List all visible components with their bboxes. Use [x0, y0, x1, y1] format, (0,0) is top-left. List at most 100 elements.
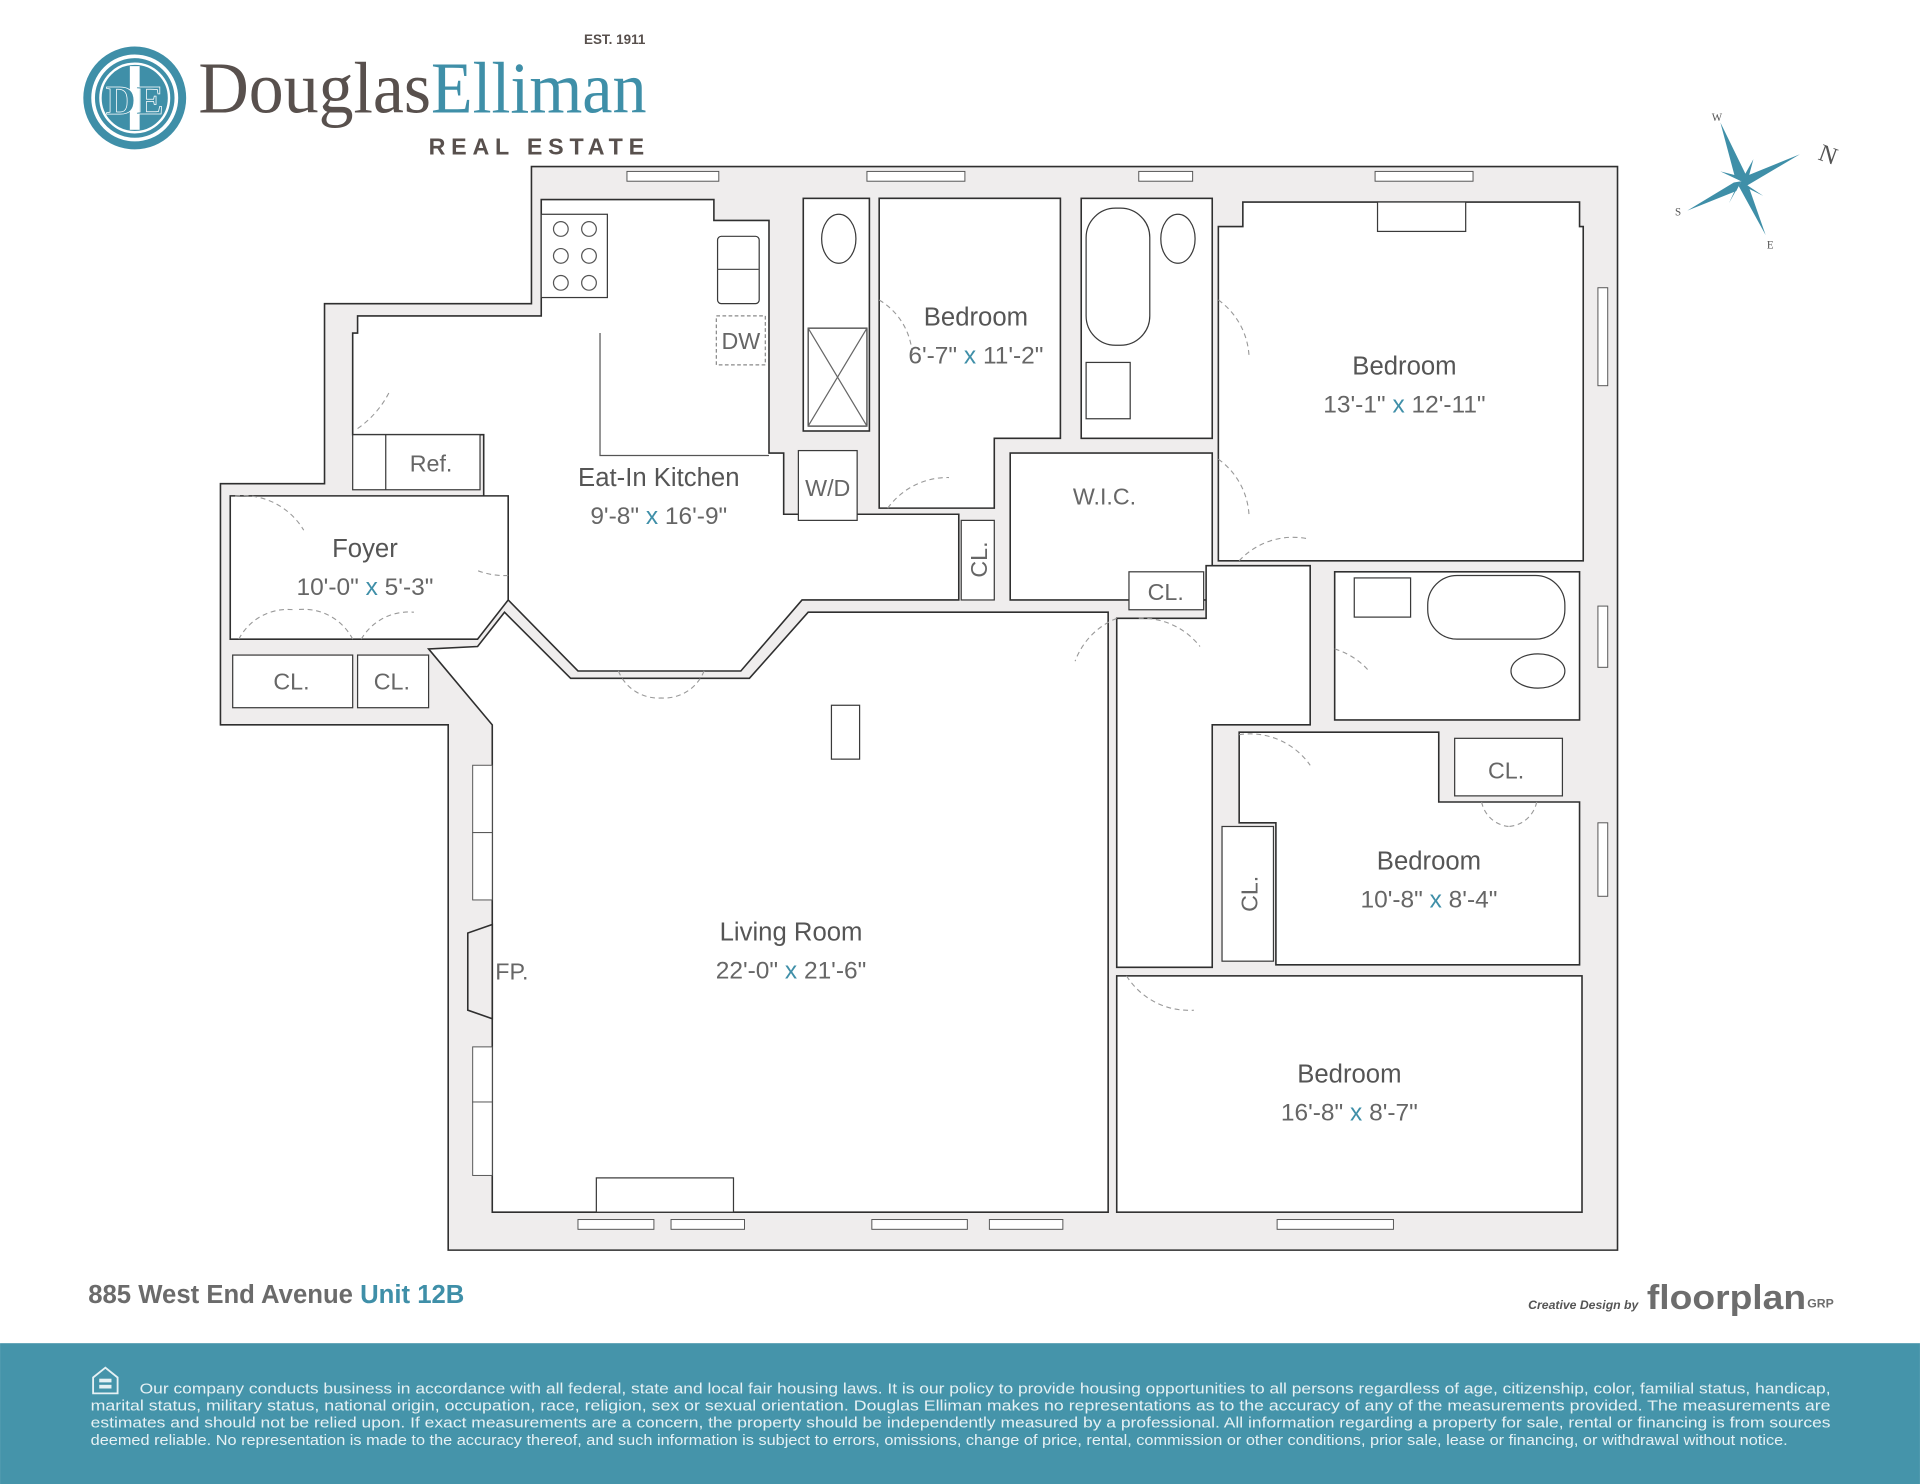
closet-foyer-1 [232, 654, 354, 709]
sink-icon [1085, 361, 1131, 420]
room-label-kitchen: Eat-In Kitchen 9'-8" x 16'-9" [578, 464, 739, 530]
floorplan-grp-credit: Creative Design by floorplan GRP [1528, 1279, 1834, 1317]
compass-minor-point [1741, 159, 1754, 182]
toilet-icon [1160, 213, 1196, 264]
bathtub-icon [1085, 207, 1151, 346]
compass-east-point [1738, 181, 1766, 236]
closet-label: CL. [1148, 579, 1184, 605]
compass-rose-icon: N S W E [1675, 112, 1841, 251]
room-name: Eat-In Kitchen [578, 464, 739, 492]
disclaimer-line: deemed reliable. No representation is ma… [91, 1433, 1788, 1449]
compass-west-point [1720, 122, 1747, 182]
closet-hall-2 [1128, 571, 1205, 611]
logo-name-douglas: Douglas [198, 48, 431, 129]
logo-tagline: REAL ESTATE [429, 133, 644, 159]
radiator [595, 1177, 735, 1213]
room-label-foyer: Foyer 10'-0" x 5'-3" [296, 535, 433, 601]
room-dimensions: 10'-0" x 5'-3" [296, 574, 433, 601]
room-name: Bedroom [1297, 1060, 1401, 1088]
compass-south-label: S [1675, 206, 1681, 218]
washer-dryer-label: W/D [805, 475, 850, 501]
room-label-bedroom-3: Bedroom 10'-8" x 8'-4" [1360, 847, 1497, 913]
room-name: Living Room [720, 918, 863, 946]
refrigerator-label: Ref. [410, 450, 453, 476]
walk-in-closet-label: W.I.C. [1073, 483, 1136, 509]
closet-label: CL. [273, 668, 309, 694]
logo-seal-ring [91, 54, 179, 142]
toilet-icon [821, 213, 857, 264]
compass-minor-point [1741, 181, 1764, 196]
radiator [1376, 201, 1467, 233]
room-label-living-room: Living Room 22'-0" x 21'-6" [716, 918, 867, 984]
compass-minor-point [1728, 181, 1742, 204]
dishwasher-label: DW [721, 328, 760, 354]
disclaimer-banner [0, 1343, 1920, 1484]
credit-prefix: Creative Design by [1528, 1298, 1639, 1312]
shower-drain-lines [807, 327, 868, 427]
column [830, 704, 861, 760]
room-name: Bedroom [1377, 847, 1481, 875]
bedroom-3-area [1238, 731, 1581, 966]
fireplace [466, 923, 494, 1020]
bedroom-4-area [1115, 975, 1583, 1213]
room-name: Bedroom [924, 304, 1028, 332]
closet-label: CL. [966, 541, 992, 577]
logo-seal-bar [129, 66, 140, 130]
living-room-area [426, 611, 1109, 1213]
compass-west-label: W [1712, 112, 1723, 124]
closet-bedroom-3 [1454, 737, 1564, 797]
toilet-icon [1510, 653, 1566, 689]
room-dimensions: 6'-7" x 11'-2" [908, 343, 1043, 370]
room-name: Bedroom [1352, 353, 1456, 381]
credit-brand: floorplan [1647, 1279, 1806, 1317]
closet-label: CL. [1237, 876, 1263, 912]
disclaimer-line: estimates and should not be relied upon.… [91, 1416, 1831, 1432]
disclaimer-line: Our company conducts business in accorda… [140, 1381, 1831, 1397]
room-dimensions: 10'-8" x 8'-4" [1360, 886, 1497, 913]
douglas-elliman-logo: DE Douglas Elliman EST. 1911 REAL ESTATE [83, 32, 647, 159]
stove-burners [552, 221, 597, 291]
closet-foyer-2 [356, 654, 430, 709]
logo-seal-inner-ring [99, 62, 171, 134]
washer-dryer [797, 449, 858, 521]
compass-north-label: N [1815, 139, 1841, 171]
closet-hall-3 [1221, 825, 1275, 962]
windows [472, 170, 1609, 1230]
room-label-bedroom-1: Bedroom 6'-7" x 11'-2" [908, 304, 1043, 370]
logo-established: EST. 1911 [584, 32, 646, 47]
fireplace-label: FP. [495, 959, 528, 985]
closet-label: CL. [1488, 758, 1524, 784]
room-name: Foyer [332, 535, 398, 563]
room-label-bedroom-4: Bedroom 16'-8" x 8'-7" [1281, 1060, 1418, 1126]
refrigerator [352, 434, 481, 491]
closet-label: CL. [374, 668, 410, 694]
foyer-area [229, 495, 509, 640]
room-dimensions: 9'-8" x 16'-9" [590, 503, 727, 530]
room-label-bedroom-2: Bedroom 13'-1" x 12'-11" [1323, 353, 1485, 419]
room-dimensions: 16'-8" x 8'-7" [1281, 1099, 1418, 1126]
credit-suffix: GRP [1807, 1297, 1834, 1311]
address: 885 West End Avenue Unit 12B [88, 1281, 464, 1309]
bathtub-icon [1427, 574, 1566, 640]
compass-east-label: E [1767, 240, 1774, 252]
range-stove-icon [540, 213, 608, 299]
closet-hall-1 [960, 519, 995, 601]
dishwasher [715, 315, 766, 366]
kitchen-counter [599, 333, 769, 457]
equal-housing-icon [92, 1366, 119, 1395]
disclaimer-line: marital status, military status, nationa… [91, 1399, 1831, 1415]
kitchen-sink-icon [716, 235, 760, 305]
door-swings [235, 299, 1538, 1011]
address-unit: Unit 12B [360, 1281, 464, 1309]
hallway-area [1115, 564, 1311, 969]
bedroom-1-area [878, 197, 1062, 509]
address-street: 885 West End Avenue [88, 1281, 353, 1309]
sink-icon [1353, 577, 1412, 618]
room-dimensions: 13'-1" x 12'-11" [1323, 392, 1485, 419]
logo-monogram: DE [106, 78, 164, 124]
logo-name-elliman: Elliman [431, 48, 646, 129]
room-dimensions: 22'-0" x 21'-6" [716, 957, 867, 984]
compass-north-point [1741, 154, 1800, 187]
compass-south-point [1687, 181, 1742, 211]
